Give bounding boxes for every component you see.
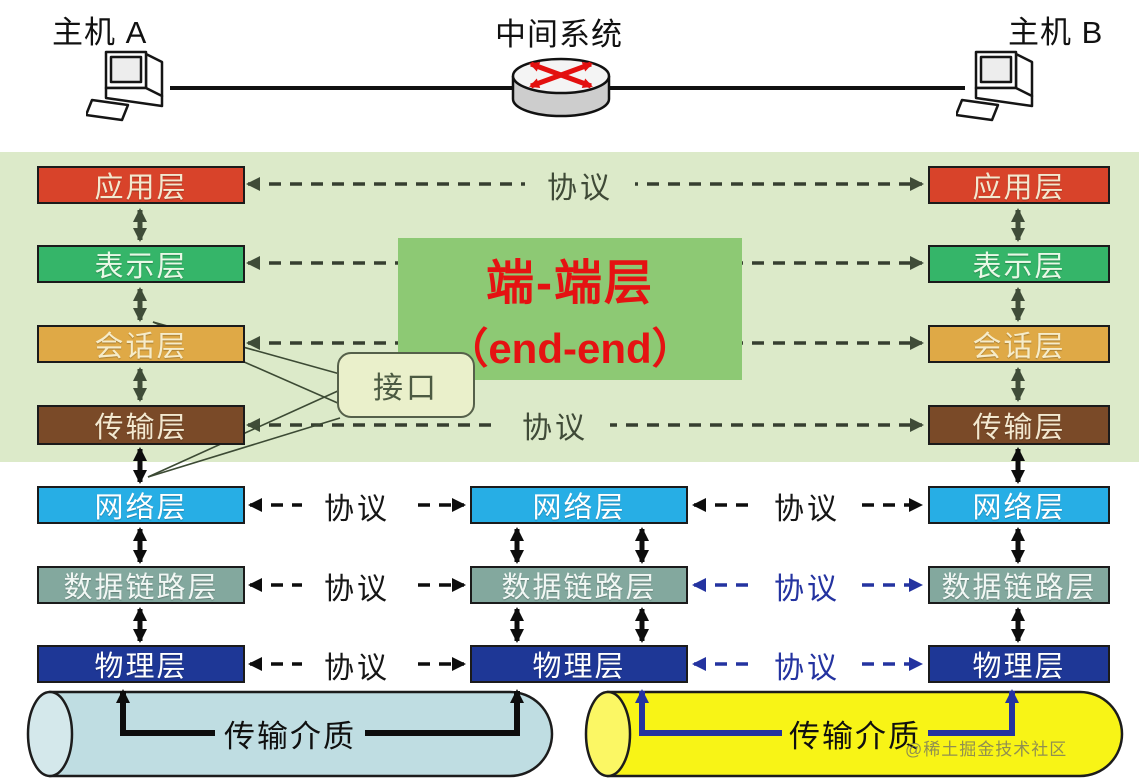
layer-middle-physical: 物理层 [470,645,688,683]
interface-callout: 接口 [337,352,475,418]
layer-right-application: 应用层 [928,166,1110,204]
protocol-label-physical-right: 协议 [752,647,862,685]
transmission-medium-cylinder [26,689,554,778]
protocol-label-transport: 协议 [500,407,610,445]
protocol-label-network-right: 协议 [752,488,862,526]
protocol-label-physical-left: 协议 [302,647,412,685]
layer-left-application: 应用层 [37,166,245,204]
computer-icon [956,50,1034,122]
layer-left-presentation: 表示层 [37,245,245,283]
host-b-title: 主机 B [1008,15,1104,50]
layer-left-physical: 物理层 [37,645,245,683]
layer-middle-network: 网络层 [470,486,688,524]
transmission-medium-label: 传输介质 [224,718,356,754]
computer-icon [86,50,164,122]
end-end-title: 端-端层 [486,256,654,310]
protocol-label-datalink-right: 协议 [752,568,862,606]
layer-left-network: 网络层 [37,486,245,524]
layer-left-transport: 传输层 [37,405,245,445]
router-icon [511,57,611,118]
layer-right-network: 网络层 [928,486,1110,524]
protocol-label-datalink-left: 协议 [302,568,412,606]
layer-right-session: 会话层 [928,325,1110,363]
layer-right-presentation: 表示层 [928,245,1110,283]
layer-middle-datalink: 数据链路层 [470,566,688,604]
transmission-medium-label: 传输介质 [789,718,921,754]
layer-right-datalink: 数据链路层 [928,566,1110,604]
transmission-medium-cylinder [584,689,1124,778]
protocol-label-application: 协议 [525,167,635,205]
layer-left-session: 会话层 [37,325,245,363]
watermark: @稀土掘金技术社区 [905,740,1068,759]
interlayer-vertical-arrows [133,208,1025,643]
end-end-subtitle: （end-end） [446,324,694,372]
layer-left-datalink: 数据链路层 [37,566,245,604]
host-a-title: 主机 A [52,15,148,50]
layer-right-physical: 物理层 [928,645,1110,683]
layer-right-transport: 传输层 [928,405,1110,445]
intermediate-system-title: 中间系统 [495,17,623,52]
protocol-label-network-left: 协议 [302,488,412,526]
